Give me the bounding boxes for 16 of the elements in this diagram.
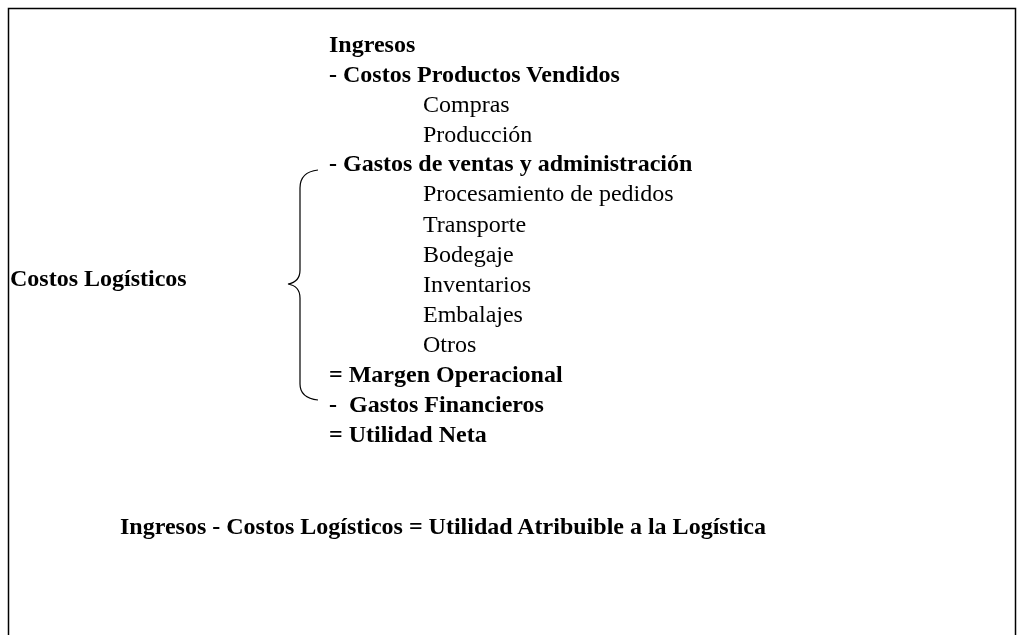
- label-text: - Costos Productos Vendidos: [329, 60, 620, 88]
- label-text: Bodegaje: [423, 240, 514, 268]
- label-text: Procesamiento de pedidos: [423, 179, 674, 207]
- label-text: Transporte: [423, 210, 527, 238]
- label-text: = Utilidad Neta: [329, 420, 487, 448]
- label-text: = Margen Operacional: [329, 360, 563, 388]
- label-text: Costos Logísticos: [10, 264, 187, 292]
- label-text: - Gastos Financieros: [329, 390, 544, 418]
- label-text: Ingresos - Costos Logísticos = Utilidad Atribuible a la Logística: [120, 512, 766, 540]
- label-text: Otros: [423, 330, 477, 358]
- label-text: Embalajes: [423, 300, 523, 328]
- label-text: - Gastos de ventas y administración: [329, 149, 693, 177]
- label-text: Compras: [423, 90, 510, 118]
- label-text: Ingresos: [329, 30, 416, 58]
- label-text: Producción: [423, 120, 533, 148]
- label-text: Inventarios: [423, 270, 531, 298]
